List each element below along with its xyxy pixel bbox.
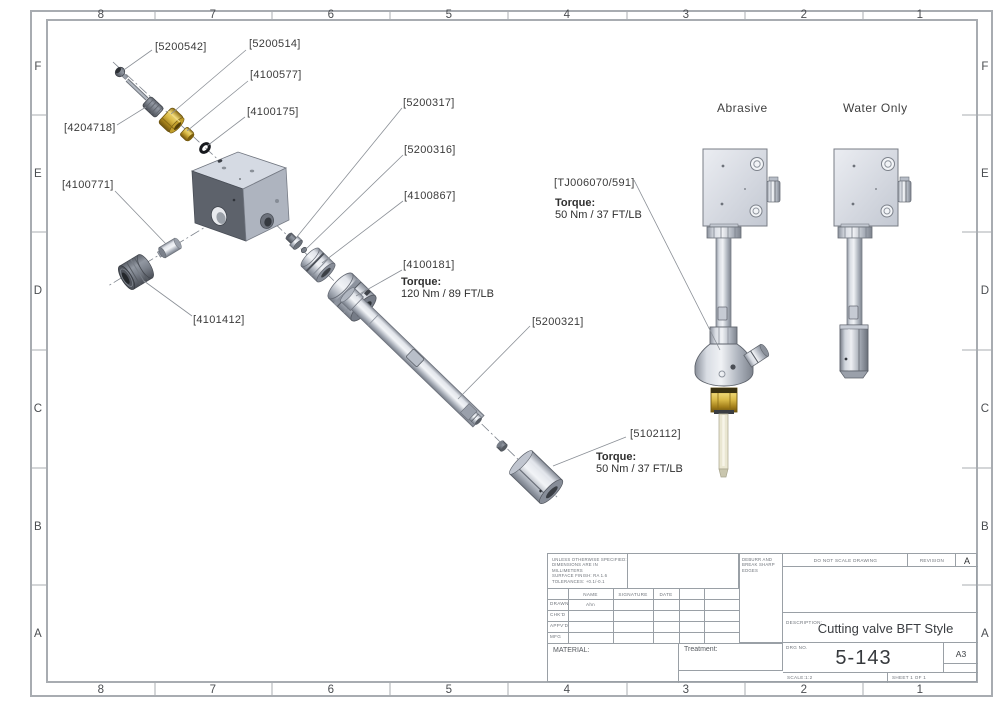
drg-no-label: DRG NO. [786, 645, 808, 650]
material-label: MATERIAL: [553, 647, 590, 654]
do-not-scale-note: DO NOT SCALE DRAWING [813, 558, 878, 563]
title-block: UNLESS OTHERWISE SPECIFIED: DIMENSIONS A… [547, 553, 978, 683]
part-label-5200317: [5200317] [403, 97, 455, 109]
grid-ref-label: A [981, 628, 989, 640]
torque-note-tj006070: Torque: 50 Nm / 37 FT/LB [555, 197, 642, 221]
exploded-view [114, 66, 564, 504]
description-value: Cutting valve BFT Style [817, 620, 954, 636]
scale-text: SCALE:1:2 [787, 675, 813, 680]
grid-ref-label: F [34, 61, 42, 73]
part-label-5200321: [5200321] [532, 316, 584, 328]
part-label-5200514: [5200514] [249, 38, 301, 50]
part-label-4101412: [4101412] [193, 314, 245, 326]
sheet-text: SHEET 1 OF 1 [892, 675, 927, 680]
grid-ref-label: E [34, 168, 42, 180]
part-side-plug [156, 237, 182, 259]
torque-value: 50 Nm / 37 FT/LB [596, 463, 683, 475]
part-knurled-coupler [142, 96, 164, 118]
part-washer [300, 246, 308, 254]
grid-ref-label: 6 [327, 684, 335, 696]
torque-value: 120 Nm / 89 FT/LB [401, 288, 494, 300]
grid-ref-label: 2 [800, 9, 808, 21]
grid-ref-label: B [34, 521, 42, 533]
sheet-border [30, 10, 993, 697]
torque-title: Torque: [555, 197, 596, 209]
grid-ref-label: 1 [916, 9, 924, 21]
part-label-4100577: [4100577] [250, 69, 302, 81]
view-abrasive [694, 148, 781, 478]
torque-title: Torque: [596, 451, 637, 463]
part-collar [300, 247, 336, 283]
part-label-4204718: [4204718] [64, 122, 116, 134]
description-label: DESCRIPTION: [786, 620, 823, 625]
header-name: NAME [583, 591, 598, 597]
grid-ref-label: 2 [800, 684, 808, 696]
row-label-drawn: DRAWN [550, 601, 569, 606]
part-label-4100771: [4100771] [62, 179, 114, 191]
paper-size: A3 [955, 648, 967, 659]
part-brass-nut [158, 107, 185, 134]
grid-ref-label: 7 [209, 684, 217, 696]
grid-ref-label: F [981, 61, 989, 73]
grid-ref-label: A [34, 628, 42, 640]
view-title-water-only: Water Only [843, 101, 908, 115]
part-cap [118, 254, 154, 290]
grid-ref-label: 8 [97, 9, 105, 21]
grid-ref-label: 7 [209, 9, 217, 21]
grid-ref-label: 5 [445, 9, 453, 21]
header-date: DATE [659, 591, 673, 597]
torque-title: Torque: [401, 276, 442, 288]
part-label-4100175: [4100175] [247, 106, 299, 118]
grid-ref-label: B [981, 521, 989, 533]
drg-no-value: 5-143 [835, 646, 892, 669]
part-o-ring [199, 142, 211, 154]
part-valve-block [190, 151, 290, 242]
part-label-4100867: [4100867] [404, 190, 456, 202]
view-water-only [833, 148, 912, 379]
leader-lines [114, 49, 721, 467]
grid-ref-label: 3 [682, 9, 690, 21]
tolerance-note: UNLESS OTHERWISE SPECIFIED: DIMENSIONS A… [552, 557, 627, 584]
part-label-4100181: [4100181] [403, 259, 455, 271]
grid-ref-label: 4 [563, 684, 571, 696]
revision-label: REVISION [919, 558, 945, 563]
grid-ref-label: 4 [563, 9, 571, 21]
part-tube [340, 287, 485, 428]
row-label-appvd: APPV'D [550, 623, 569, 628]
grid-ref-label: D [980, 285, 990, 297]
grid-ref-label: E [981, 168, 989, 180]
torque-note-5102112: Torque: 50 Nm / 37 FT/LB [596, 451, 683, 475]
grid-ref-label: 3 [682, 684, 690, 696]
part-screw [114, 66, 129, 80]
grid-ref-label: 8 [97, 684, 105, 696]
torque-note-4100181: Torque: 120 Nm / 89 FT/LB [401, 276, 494, 300]
part-disc [496, 440, 508, 452]
row-label-chkd: CHK'D [550, 612, 566, 617]
part-label-tj006070: [TJ006070/591] [554, 177, 635, 189]
part-brass-fitting [180, 127, 195, 142]
drawn-name: Ahn [585, 602, 596, 607]
part-label-5102112: [5102112] [630, 428, 681, 440]
deburr-note: DEBURR AND BREAK SHARP EDGES [742, 557, 775, 573]
part-label-5200316: [5200316] [404, 144, 456, 156]
row-label-mfg: MFG [550, 634, 562, 639]
torque-value: 50 Nm / 37 FT/LB [555, 209, 642, 221]
grid-ref-label: D [33, 285, 43, 297]
grid-ref-label: 6 [327, 9, 335, 21]
treatment-label: Treatment: [684, 646, 718, 653]
grid-ref-label: C [980, 403, 990, 415]
part-hex-cap [509, 450, 564, 504]
part-label-5200542: [5200542] [155, 41, 207, 53]
grid-ref-label: 5 [445, 684, 453, 696]
revision-value: A [963, 555, 970, 566]
view-title-abrasive: Abrasive [717, 101, 768, 115]
grid-ref-label: 1 [916, 684, 924, 696]
grid-ref-label: C [33, 403, 43, 415]
part-plug [285, 232, 303, 250]
header-signature: SIGNATURE [618, 591, 648, 597]
